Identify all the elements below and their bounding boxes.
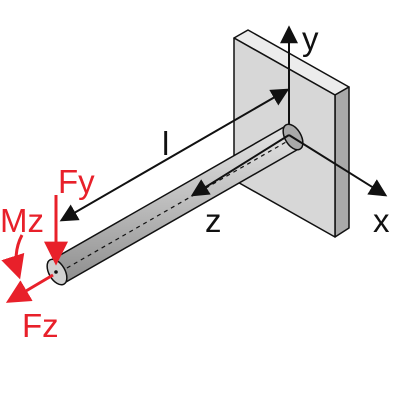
moment-z-arrow <box>1 234 25 280</box>
force-z-arrow <box>5 273 54 303</box>
wall-side-face <box>334 86 350 238</box>
x-axis-label: x <box>373 202 390 239</box>
x-axis-arrow <box>288 134 388 197</box>
beam <box>46 123 304 286</box>
force-z-label: Fz <box>22 307 59 344</box>
length-dimension-arrow <box>59 88 290 222</box>
moment-z-label: Mz <box>0 202 44 239</box>
beam-free-end-center <box>54 270 58 274</box>
z-axis-label: z <box>205 202 222 239</box>
force-y-label: Fy <box>58 163 95 200</box>
length-label: l <box>162 125 169 162</box>
y-axis-label: y <box>302 20 319 57</box>
